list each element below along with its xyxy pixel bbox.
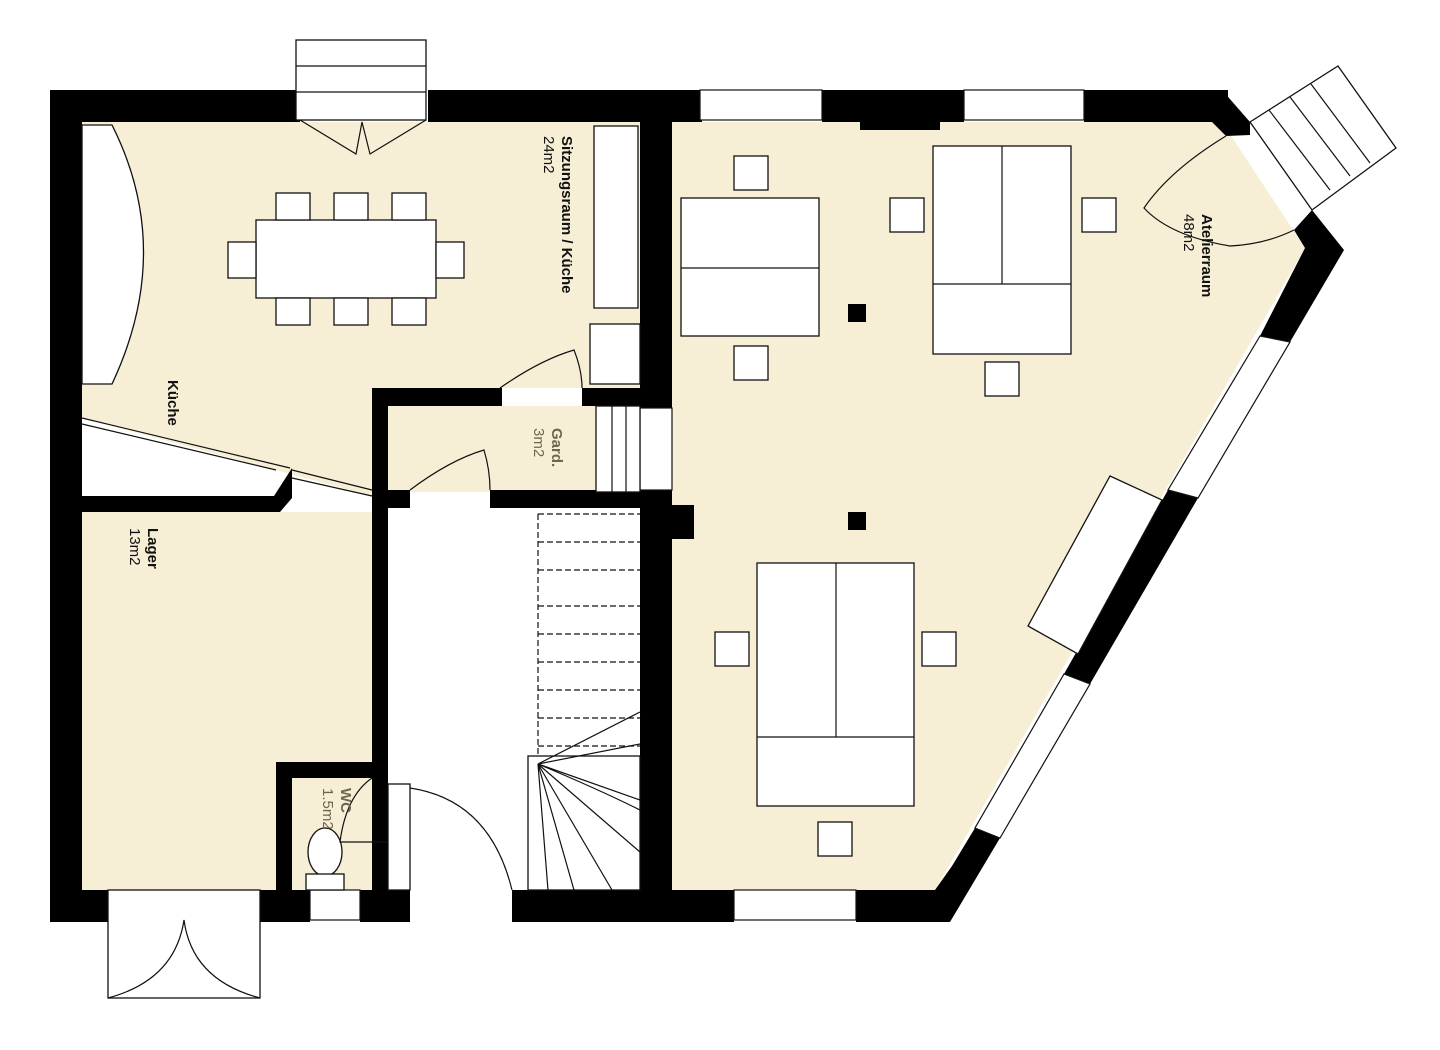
sideboard	[593, 125, 639, 309]
kitchen-counter	[81, 124, 145, 385]
label-garderobe: Gard. 3m2	[530, 428, 565, 467]
window-icon	[309, 889, 361, 921]
window-icon	[733, 889, 857, 921]
chair-icon	[227, 241, 257, 279]
chair-icon	[921, 631, 957, 667]
toilet-icon	[305, 873, 345, 891]
room-area: 24m2	[540, 136, 557, 174]
window-icon	[699, 89, 823, 121]
chair-icon	[817, 821, 853, 857]
stair-newel	[387, 783, 411, 891]
table-icon	[255, 219, 437, 299]
walls	[50, 90, 1344, 922]
room-name: Sitzungsraum / Küche	[558, 136, 575, 294]
atelier-furniture	[680, 145, 1163, 857]
chair-icon	[889, 197, 925, 233]
column-icon	[848, 304, 866, 322]
label-wc: WC 1.5m2	[319, 788, 354, 830]
door-swing-icon	[1143, 135, 1295, 247]
window-icon	[1167, 335, 1291, 499]
chair-icon	[984, 361, 1020, 397]
room-name: Küche	[164, 380, 181, 426]
room-name: Atelierraum	[1198, 214, 1215, 297]
door-swing-icon	[409, 787, 513, 891]
chair-icon	[333, 297, 369, 326]
room-area: 3m2	[530, 428, 547, 457]
chair-icon	[733, 155, 769, 191]
chair-icon	[333, 192, 369, 221]
top-entrance	[295, 39, 427, 155]
chair-icon	[733, 345, 769, 381]
table-icon	[680, 197, 820, 337]
sitzungsraum-furniture	[81, 124, 641, 497]
toilet-icon	[307, 827, 343, 877]
door-swing-icon	[409, 449, 491, 491]
lager-door	[107, 889, 261, 999]
window-icon	[974, 673, 1091, 839]
stair-icon	[1249, 65, 1397, 211]
staircase	[387, 513, 641, 891]
label-lager: Lager 13m2	[126, 528, 161, 569]
fridge	[589, 323, 641, 385]
door-swing-icon	[107, 919, 261, 999]
chair-icon	[435, 241, 465, 279]
door-swing-icon	[299, 119, 427, 155]
door-swing-icon	[499, 349, 583, 389]
room-area: 13m2	[126, 528, 143, 566]
windows	[309, 89, 1291, 921]
sideboard	[1027, 475, 1163, 655]
label-sitzungsraum: Sitzungsraum / Küche 24m2	[540, 136, 575, 294]
room-name: Lager	[144, 528, 161, 569]
chair-icon	[391, 297, 427, 326]
door-swing-icon	[339, 777, 388, 843]
atelier-stair	[1143, 65, 1397, 247]
room-area: 1.5m2	[319, 788, 336, 830]
room-area: 48m2	[1180, 214, 1197, 252]
chair-icon	[275, 297, 311, 326]
chair-icon	[275, 192, 311, 221]
wc-fixtures	[305, 777, 388, 891]
garderobe-fixtures	[409, 405, 641, 493]
chair-icon	[1081, 197, 1117, 233]
chair-icon	[714, 631, 750, 667]
wardrobe	[595, 405, 641, 493]
room-name: Gard.	[548, 428, 565, 467]
window-icon	[963, 89, 1085, 121]
chair-icon	[391, 192, 427, 221]
window-icon	[639, 407, 673, 491]
column-icon	[848, 512, 866, 530]
label-kueche: Küche	[164, 380, 181, 426]
label-atelier: Atelierraum 48m2	[1180, 214, 1215, 297]
room-name: WC	[337, 788, 354, 813]
